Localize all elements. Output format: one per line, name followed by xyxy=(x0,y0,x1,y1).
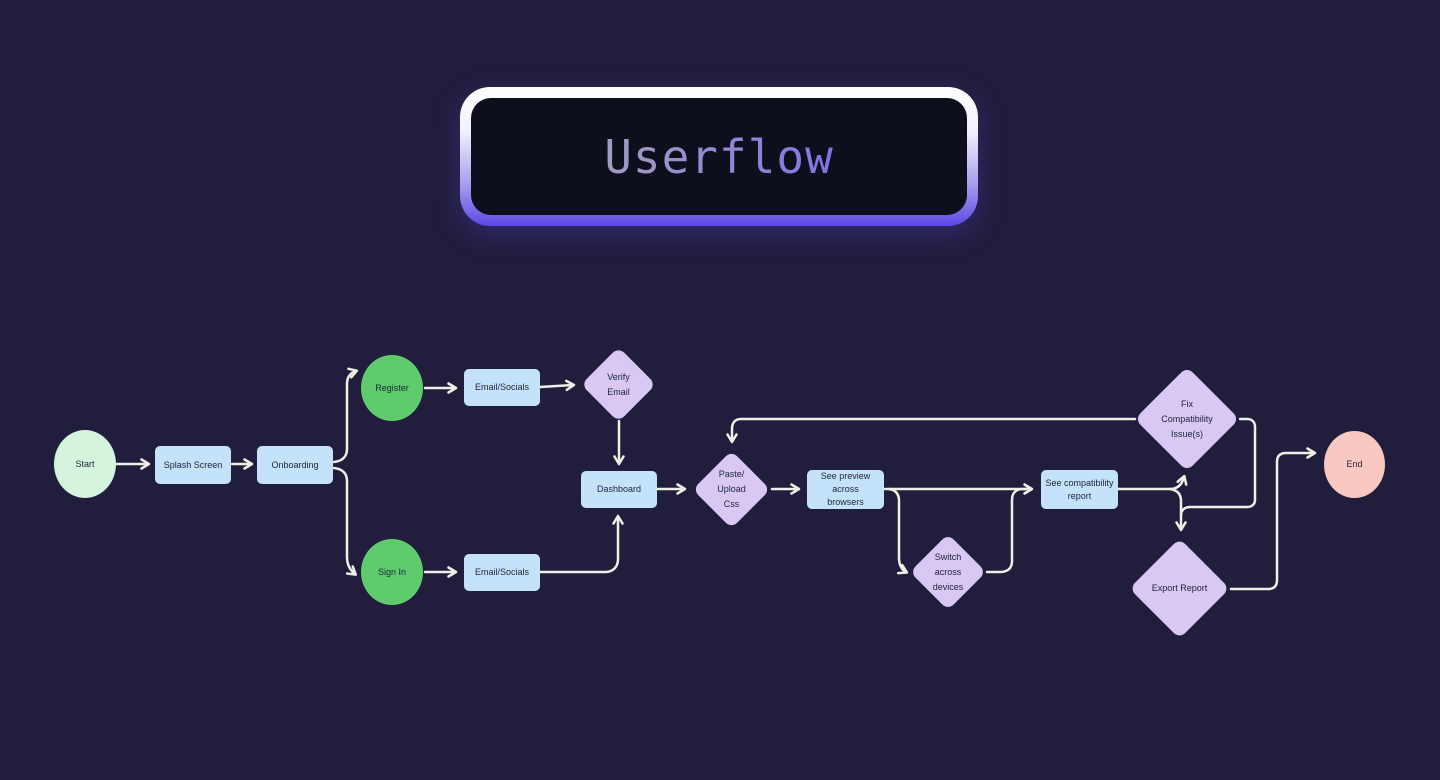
node-paste-upload-css: Paste/ Upload Css xyxy=(692,450,771,529)
node-see-preview: See preview across browsers xyxy=(807,470,884,509)
node-dashboard: Dashboard xyxy=(581,471,657,508)
edge-email-to-dashboard xyxy=(538,514,624,574)
node-verify-email: Verify Email xyxy=(581,347,656,422)
node-see-compatibility-report: See compatibility report xyxy=(1041,470,1118,509)
edge-switch-to-report-merge xyxy=(985,487,1032,574)
edge-preview-to-switch xyxy=(887,487,909,575)
node-start-label: Start xyxy=(75,458,95,469)
edge-onboarding-to-signin xyxy=(332,466,358,576)
node-fix-compatibility-label: Fix Compatibility Issue(s) xyxy=(1161,398,1213,439)
node-paste-upload-css-label: Paste/ Upload Css xyxy=(717,469,746,509)
node-end: End xyxy=(1324,431,1385,498)
node-onboarding-label: Onboarding xyxy=(271,459,319,470)
edge-junction-to-fix xyxy=(1168,474,1188,491)
node-verify-email-label: Verify Email xyxy=(607,371,630,397)
node-end-label: End xyxy=(1346,459,1363,469)
edge-onboarding-to-register xyxy=(332,367,359,464)
edge-export-to-end xyxy=(1229,447,1317,591)
node-email-socials-register-label: Email/Socials xyxy=(474,382,530,392)
node-register-label: Register xyxy=(375,382,409,393)
node-export-report: Export Report xyxy=(1129,538,1230,639)
edge-junction-to-export xyxy=(1168,487,1187,532)
node-sign-in-label: Sign In xyxy=(377,566,407,577)
node-switch-devices-label: Switch across devices xyxy=(932,551,964,592)
node-email-socials-sign-in-label: Email/Socials xyxy=(474,567,530,577)
node-start: Start xyxy=(54,430,116,498)
node-see-preview-label: See preview across browsers xyxy=(820,471,871,507)
node-fix-compatibility: Fix Compatibility Issue(s) xyxy=(1134,366,1240,472)
node-dashboard-label: Dashboard xyxy=(596,484,642,494)
edge-email-to-verify xyxy=(538,379,576,392)
edge-fix-to-export-merge xyxy=(1179,417,1257,517)
node-export-report-label: Export Report xyxy=(1151,583,1208,593)
node-see-compatibility-report-label: See compatibility report xyxy=(1045,477,1114,501)
node-email-socials-register: Email/Socials xyxy=(464,369,540,406)
edge-fix-to-paste-loop xyxy=(726,417,1137,444)
node-switch-devices: Switch across devices xyxy=(909,533,987,611)
node-register: Register xyxy=(361,355,423,421)
title-box: Userflow xyxy=(471,98,967,215)
node-splash-screen-label: Splash Screen xyxy=(163,459,223,470)
node-onboarding: Onboarding xyxy=(257,446,333,484)
node-email-socials-sign-in: Email/Socials xyxy=(464,554,540,591)
node-splash-screen: Splash Screen xyxy=(155,446,231,484)
node-sign-in: Sign In xyxy=(361,539,423,605)
title-frame: Userflow xyxy=(460,87,978,226)
diagram-title: Userflow xyxy=(604,129,834,184)
